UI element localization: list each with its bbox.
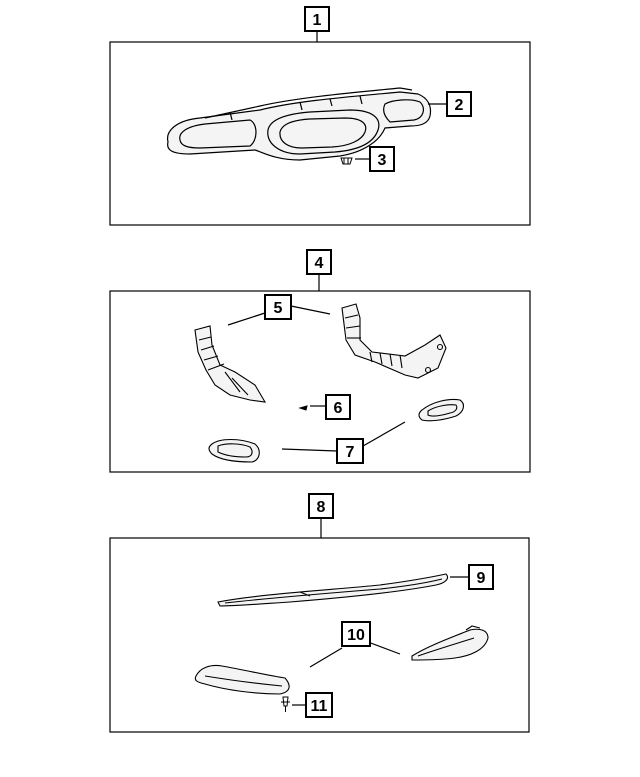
callout-box-2[interactable] [446,91,472,117]
callout-label-9: 9 [477,570,486,587]
leader-line-7b [362,421,406,447]
air-dam-spoiler-icon[interactable] [217,573,449,607]
callout-label-6: 6 [334,400,343,417]
section-4: 4 5 [109,249,531,473]
callout-box-5[interactable] [264,294,292,320]
callout-box-6[interactable] [325,394,351,420]
group-frame-1 [109,41,531,226]
callout-box-7[interactable] [336,438,364,464]
callout-label-10: 10 [347,627,365,644]
callout-label-8: 8 [317,499,326,516]
callout-label-11: 11 [311,698,328,715]
callout-label-5: 5 [274,300,283,317]
leader-line-7a [281,448,338,452]
push-pin-clip-icon-6[interactable] [298,405,308,411]
callout-label-2: 2 [455,97,464,114]
callout-box-10[interactable] [341,621,371,647]
push-pin-clip-icon[interactable] [340,157,353,165]
callout-label-4: 4 [315,255,324,272]
callout-box-3[interactable] [369,146,395,172]
right-corner-deflector-icon[interactable] [411,625,489,661]
leader-line-5a [227,312,266,326]
callout-box-11[interactable] [305,692,333,718]
section-8: 8 9 10 11 [109,493,530,733]
left-fog-lamp-bezel-icon[interactable] [208,438,260,463]
callout-label-3: 3 [378,152,387,169]
left-corner-deflector-icon[interactable] [194,664,290,695]
callout-box-9[interactable] [468,564,494,590]
left-air-duct-icon[interactable] [194,325,267,403]
leader-line-5b [290,305,331,315]
callout-label-7: 7 [346,444,355,461]
leader-line-10a [309,647,343,668]
right-air-duct-icon[interactable] [341,303,447,379]
group-frame-8 [109,537,530,733]
leader-line-10b [367,641,401,655]
right-fog-lamp-bezel-icon[interactable] [418,398,465,422]
section-1: 1 2 3 [109,6,531,226]
front-bumper-fascia-icon[interactable] [167,87,432,161]
group-frame-4 [109,290,531,473]
push-pin-clip-icon-11[interactable] [281,696,290,712]
callout-label-1: 1 [313,12,322,29]
